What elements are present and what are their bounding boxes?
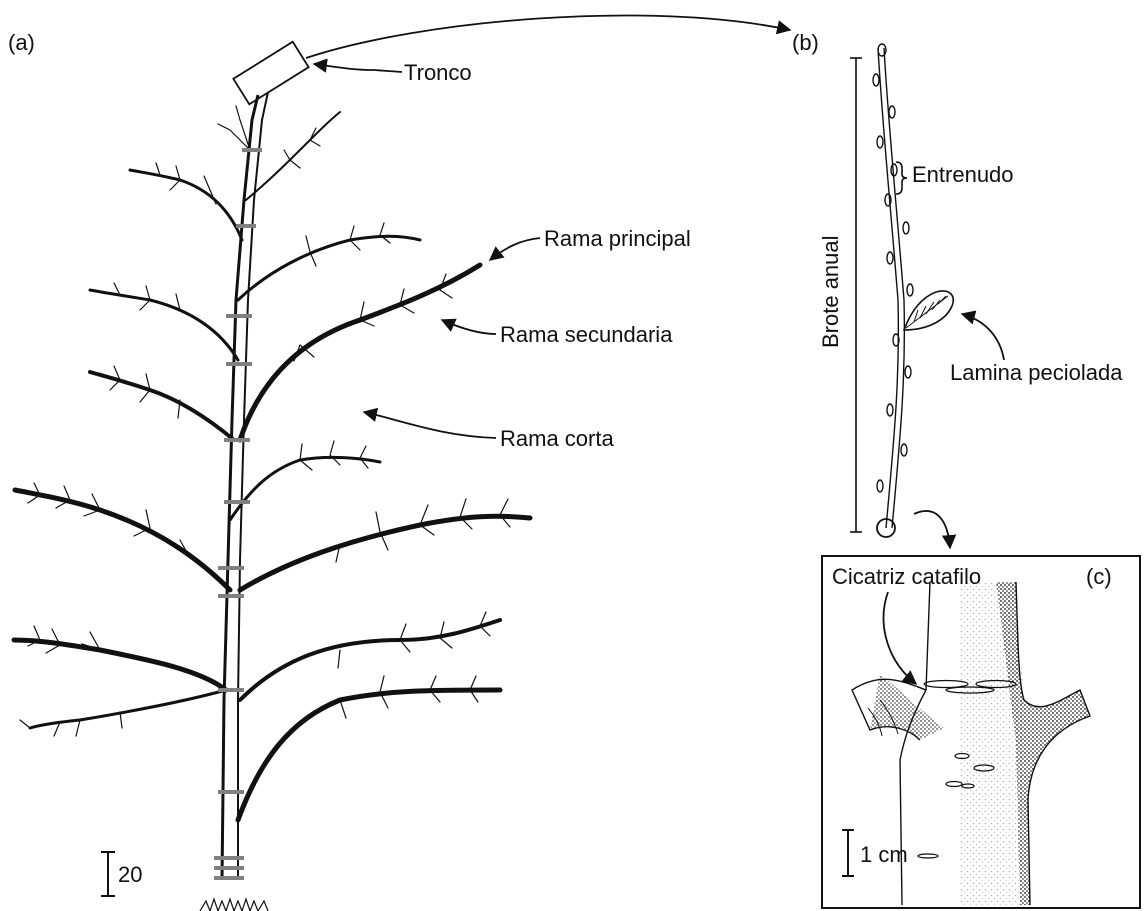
arrow-rama-secundaria xyxy=(442,320,496,334)
brote-anual-bar xyxy=(850,58,862,532)
arrow-lamina xyxy=(962,314,1004,360)
scale-label-a: 20 xyxy=(118,864,142,886)
shoot-stem xyxy=(878,48,898,528)
label-lamina-peciolada: Lamina peciolada xyxy=(950,362,1122,384)
panel-label-a: (a) xyxy=(8,32,35,54)
arrow-rama-corta xyxy=(364,412,496,438)
main-branches xyxy=(14,112,530,820)
shoot-buds xyxy=(873,74,913,492)
label-entrenudo: Entrenudo xyxy=(912,164,1014,186)
tronco-box xyxy=(233,42,308,105)
panel-label-c: (c) xyxy=(1086,566,1112,588)
tree-drawing xyxy=(14,92,530,911)
label-rama-principal: Rama principal xyxy=(544,228,691,250)
arrow-rama-principal xyxy=(490,238,540,260)
arrow-to-c xyxy=(914,511,950,548)
petiolate-leaf xyxy=(904,291,953,330)
label-tronco: Tronco xyxy=(404,62,472,84)
twigs xyxy=(20,106,510,736)
arrow-tronco xyxy=(314,64,402,72)
annual-shoot xyxy=(873,44,953,528)
label-cicatriz-catafilo: Cicatriz catafilo xyxy=(832,566,981,588)
entrenudo-brace xyxy=(896,162,907,194)
scale-bar-a xyxy=(101,852,115,896)
label-brote-anual: Brote anual xyxy=(820,235,842,348)
label-rama-secundaria: Rama secundaria xyxy=(500,324,672,346)
scale-label-c: 1 cm xyxy=(860,844,908,866)
arrow-tronco-to-b xyxy=(306,15,790,58)
label-rama-corta: Rama corta xyxy=(500,428,614,450)
tree-roots xyxy=(200,899,268,911)
panel-label-b: (b) xyxy=(792,32,819,54)
